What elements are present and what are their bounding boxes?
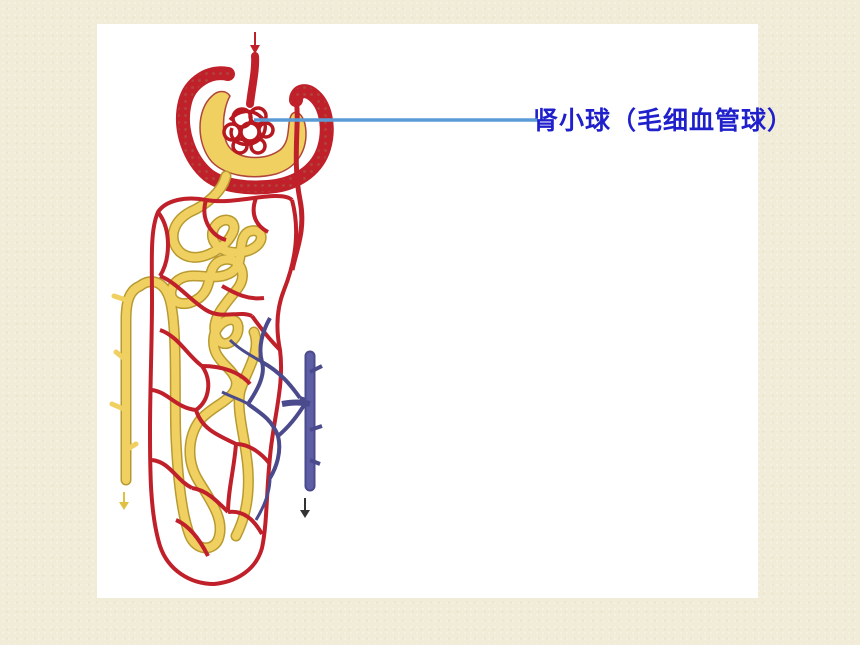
glomerulus-label: 肾小球（毛细血管球） [533,106,794,135]
capillary-network [148,194,299,586]
renal-tubule [109,170,267,554]
outflow-arrow-icon [119,492,129,510]
vein-network [221,317,323,521]
vein-outflow-arrow-icon [300,498,310,518]
glomerular-capsule [175,66,334,195]
glomerulus [222,106,275,155]
inflow-arrow-icon [250,32,260,54]
